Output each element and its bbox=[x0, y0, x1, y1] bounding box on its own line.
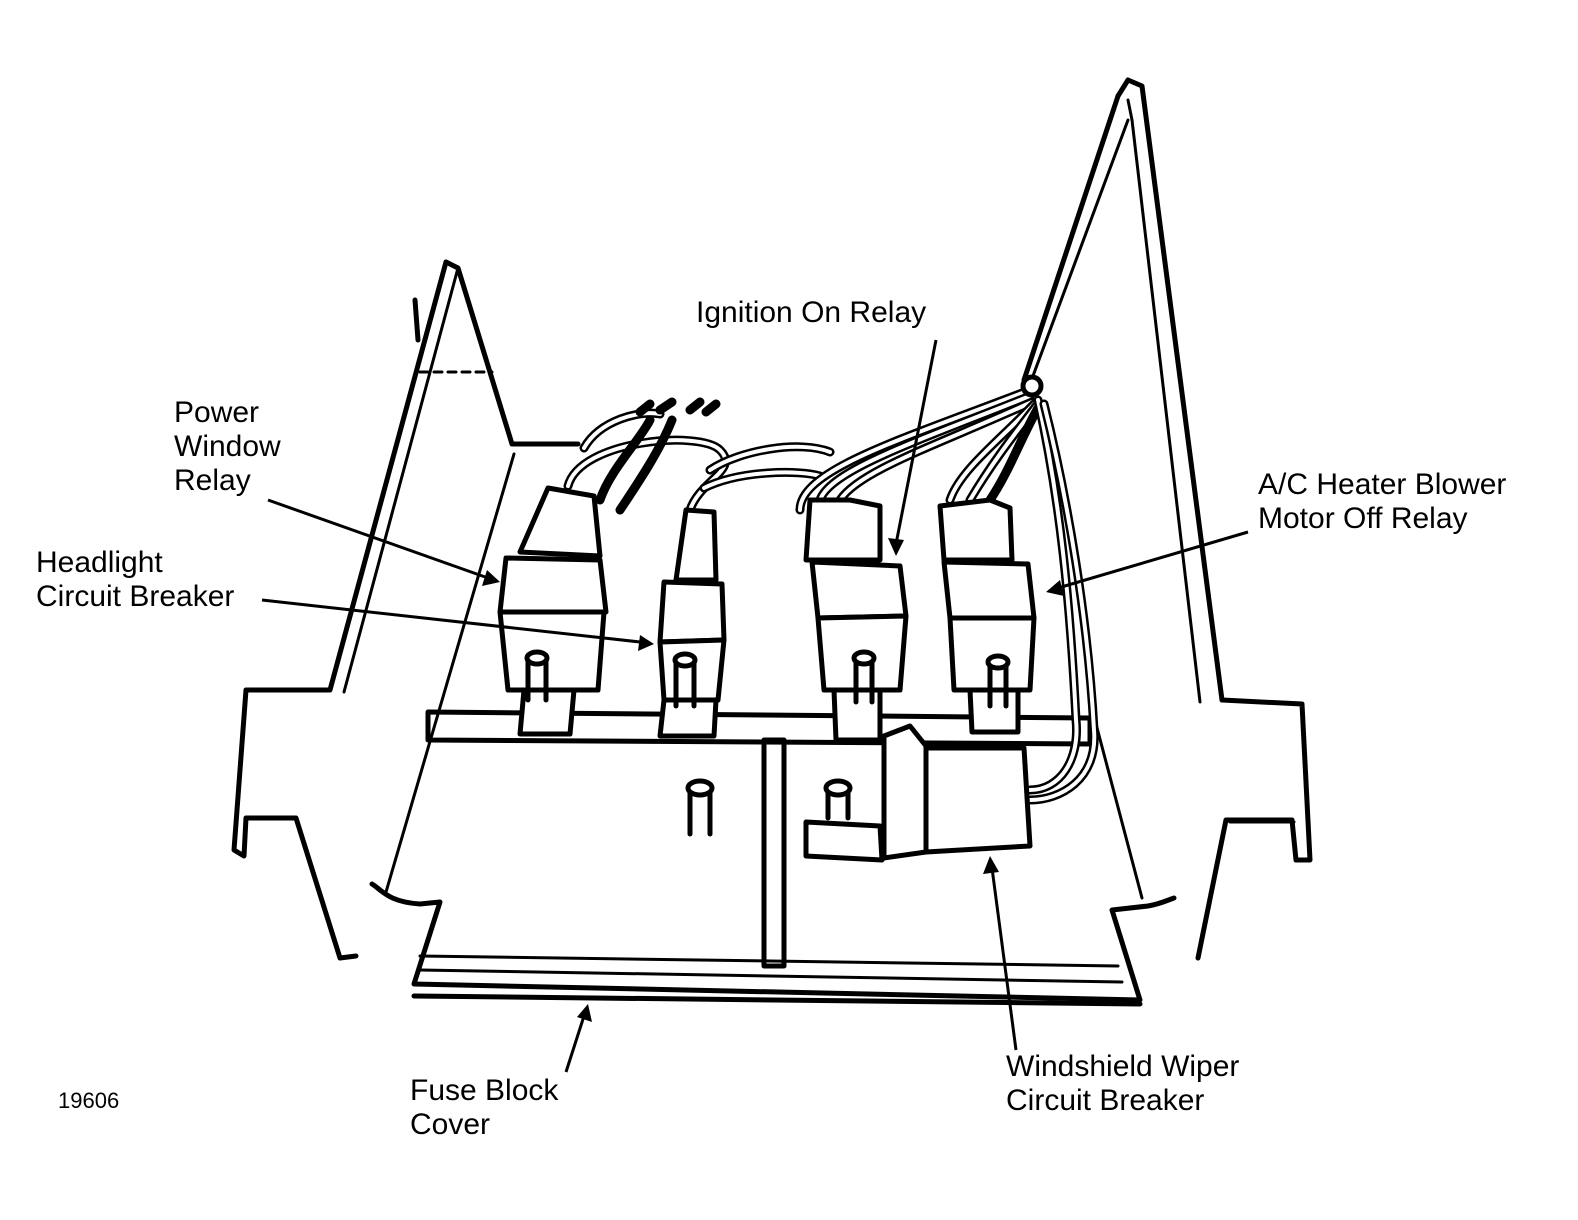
power-window-relay-label: Power Window Relay bbox=[174, 396, 281, 498]
headlight-circuit-breaker-label: Headlight Circuit Breaker bbox=[36, 546, 234, 614]
wiring-harness bbox=[563, 374, 1099, 805]
ac-heater-blower-relay-label: A/C Heater Blower Motor Off Relay bbox=[1258, 468, 1506, 536]
ac-heater-blower-relay-body bbox=[937, 497, 1037, 735]
ignition-on-relay-body bbox=[803, 497, 909, 743]
label-line: Headlight bbox=[36, 546, 163, 579]
fuse-block-cover-label: Fuse Block Cover bbox=[410, 1074, 558, 1142]
label-line: Circuit Breaker bbox=[36, 580, 235, 613]
windshield-wiper-circuit-breaker-label: Windshield Wiper Circuit Breaker bbox=[1006, 1050, 1239, 1118]
label-line: Circuit Breaker bbox=[1006, 1084, 1205, 1117]
label-line: Relay bbox=[174, 464, 251, 497]
callout-arrows bbox=[261, 339, 1249, 1073]
fuse-block-cover-outline bbox=[231, 77, 1313, 1007]
ignition-on-relay-label: Ignition On Relay bbox=[696, 296, 926, 330]
label-line: Fuse Block bbox=[410, 1074, 559, 1107]
label-line: Cover bbox=[410, 1108, 491, 1141]
label-line: Windshield Wiper bbox=[1006, 1050, 1240, 1083]
label-line: Power bbox=[174, 396, 260, 429]
power-window-relay-body bbox=[497, 485, 609, 737]
label-line: Ignition On Relay bbox=[696, 296, 927, 329]
label-line: Window bbox=[174, 430, 281, 463]
label-line: A/C Heater Blower bbox=[1258, 468, 1507, 501]
figure-number: 19606 bbox=[58, 1088, 120, 1113]
windshield-wiper-circuit-breaker-body bbox=[881, 723, 1033, 861]
headlight-circuit-breaker-body bbox=[657, 507, 727, 739]
label-line: Motor Off Relay bbox=[1258, 502, 1468, 535]
